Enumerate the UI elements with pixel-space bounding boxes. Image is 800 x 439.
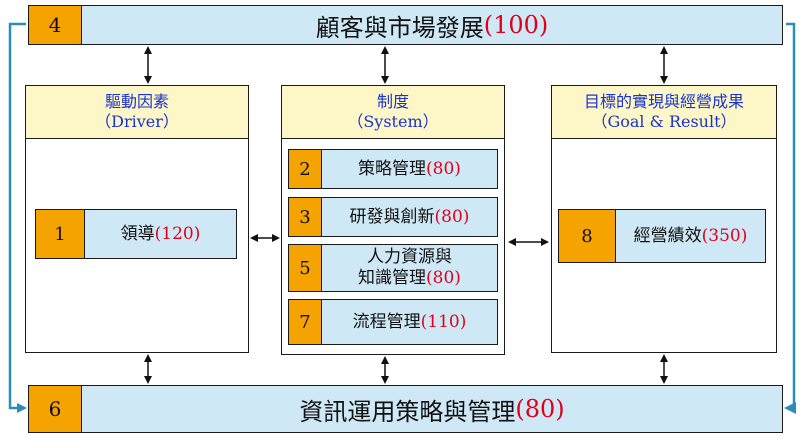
- bottom-bar-title: 資訊運用策略與管理(80): [82, 386, 782, 432]
- strategy-text: 策略管理(80): [322, 150, 497, 188]
- performance-label: 經營績效: [633, 226, 702, 246]
- performance-number: 8: [559, 210, 616, 262]
- rd-innovation-box: 3 研發與創新(80): [288, 197, 498, 237]
- top-bar-number: 4: [29, 6, 82, 44]
- hr-knowledge-box: 5 人力資源與 知識管理(80): [288, 244, 498, 292]
- leadership-score: (120): [154, 224, 201, 244]
- hr-score: (80): [426, 268, 461, 288]
- strategy-label: 策略管理: [358, 159, 427, 179]
- top-bar-label: 顧客與市場發展: [315, 13, 484, 42]
- top-bar-score: (100): [483, 11, 549, 39]
- bottom-bar-information-strategy: 6 資訊運用策略與管理(80): [28, 385, 783, 433]
- performance-text: 經營績效(350): [616, 210, 765, 262]
- process-score: (110): [420, 312, 467, 332]
- process-label: 流程管理: [352, 312, 421, 332]
- bottom-bar-number: 6: [29, 386, 82, 432]
- process-management-box: 7 流程管理(110): [288, 299, 498, 345]
- goal-result-column-header: 目標的實現與經營成果 （Goal & Result）: [552, 86, 776, 139]
- hr-label-line2: 知識管理: [358, 268, 427, 288]
- driver-subtitle: （Driver）: [95, 112, 179, 131]
- right-loop-head: [784, 402, 796, 414]
- leadership-label: 領導: [120, 224, 155, 244]
- leadership-box: 1 領導(120): [35, 209, 237, 259]
- goal-result-column: 目標的實現與經營成果 （Goal & Result） 8 經營績效(350): [551, 85, 777, 353]
- left-loop-arrow: [8, 22, 27, 413]
- bottom-bar-score: (80): [515, 395, 565, 423]
- driver-column-header: 驅動因素 （Driver）: [26, 86, 248, 139]
- system-column-header: 制度 （System）: [282, 86, 504, 139]
- goal-result-title: 目標的實現與經營成果: [583, 92, 744, 111]
- rd-score: (80): [434, 207, 470, 227]
- rd-number: 3: [289, 198, 322, 236]
- system-column: 制度 （System） 2 策略管理(80) 3 研發與創新(80) 5 人力資…: [281, 85, 505, 355]
- hr-label-line2-wrap: 知識管理(80): [358, 268, 461, 289]
- driver-column: 驅動因素 （Driver） 1 領導(120): [25, 85, 249, 353]
- strategy-management-box: 2 策略管理(80): [288, 149, 498, 189]
- business-performance-box: 8 經營績效(350): [558, 209, 766, 263]
- process-number: 7: [289, 300, 322, 344]
- system-subtitle: （System）: [347, 112, 439, 131]
- right-loop-arrow: [786, 22, 796, 410]
- hr-number: 5: [289, 245, 322, 291]
- top-bar-title: 顧客與市場發展(100): [82, 6, 782, 44]
- process-text: 流程管理(110): [322, 300, 497, 344]
- leadership-text: 領導(120): [85, 210, 236, 258]
- rd-text: 研發與創新(80): [322, 198, 497, 236]
- rd-label: 研發與創新: [349, 207, 435, 227]
- hr-text: 人力資源與 知識管理(80): [322, 245, 497, 291]
- goal-result-subtitle: （Goal & Result）: [591, 112, 737, 131]
- hr-label-line1: 人力資源與: [367, 247, 452, 267]
- performance-score: (350): [701, 226, 748, 246]
- strategy-score: (80): [426, 159, 461, 179]
- strategy-number: 2: [289, 150, 322, 188]
- leadership-number: 1: [36, 210, 85, 258]
- bottom-bar-label: 資訊運用策略與管理: [299, 397, 516, 426]
- driver-title: 驅動因素: [104, 92, 169, 111]
- system-title: 制度: [376, 92, 409, 111]
- top-bar-customer-market: 4 顧客與市場發展(100): [28, 5, 783, 45]
